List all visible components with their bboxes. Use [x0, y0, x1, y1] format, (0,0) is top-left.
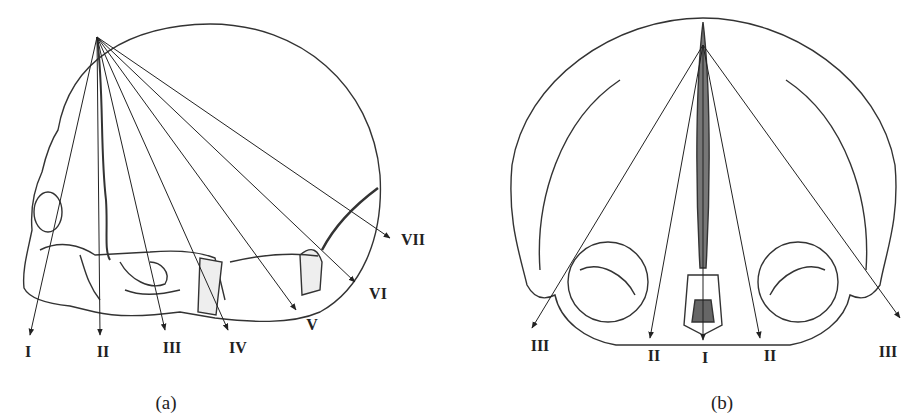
- line-number: III: [163, 340, 182, 356]
- measurement-lines: [30, 37, 390, 335]
- line-number: II: [648, 348, 660, 364]
- line-number: IV: [229, 340, 247, 356]
- line-number: I: [25, 344, 31, 360]
- line-number: III: [879, 344, 898, 360]
- line-number: II: [764, 348, 776, 364]
- panel-caption: (a): [155, 393, 176, 412]
- frontal-skull: [511, 18, 896, 345]
- line-number: III: [531, 338, 550, 354]
- panel-caption: (b): [711, 393, 733, 412]
- measurement-lines: [532, 45, 900, 340]
- lateral-skull: [24, 24, 381, 321]
- line-number: I: [702, 350, 708, 366]
- line-number: V: [306, 317, 318, 333]
- line-number: VII: [401, 232, 425, 248]
- line-number: II: [97, 344, 109, 360]
- line-number: VI: [369, 286, 387, 302]
